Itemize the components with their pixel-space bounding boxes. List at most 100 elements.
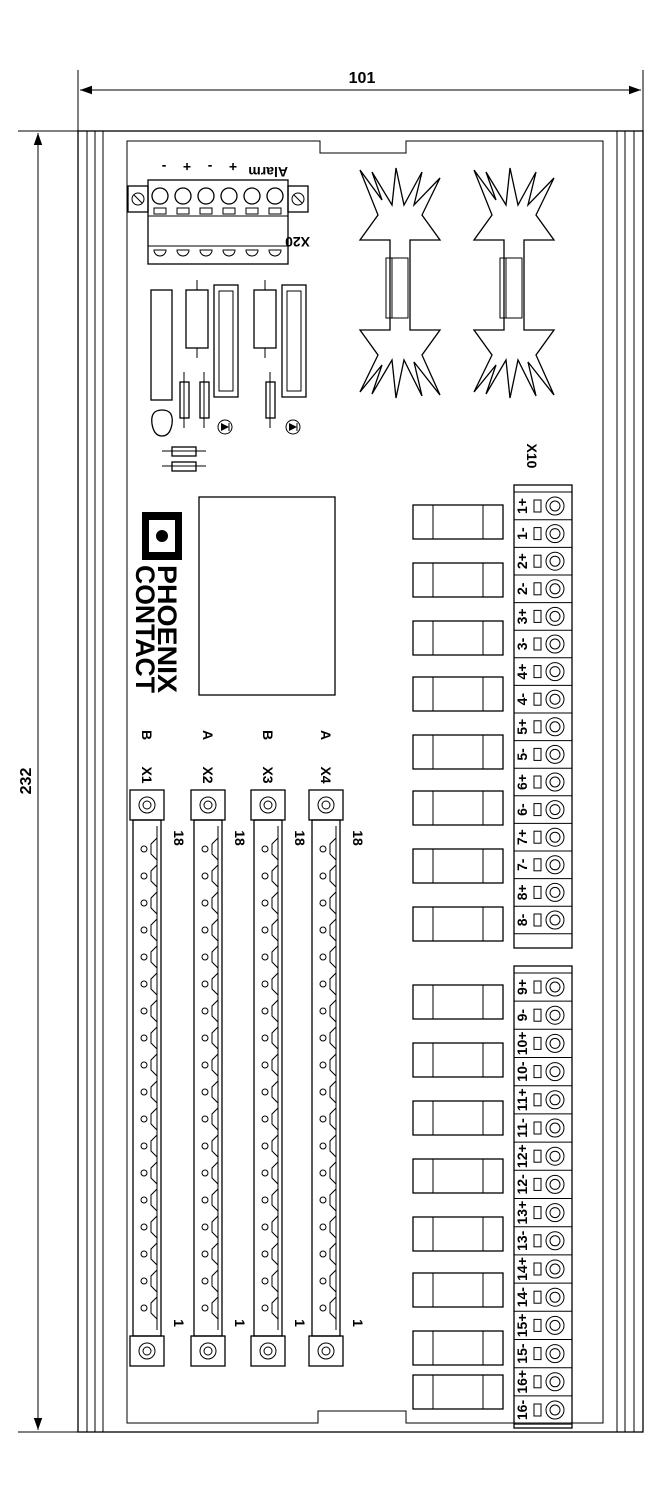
input-pin — [140, 1088, 148, 1096]
alarm-pin — [174, 187, 192, 257]
output-terminal: 15- — [514, 1343, 572, 1369]
input-pin — [201, 1250, 209, 1258]
output-terminal: 7+ — [514, 827, 572, 852]
input-pin — [261, 1277, 269, 1285]
input-pin — [319, 926, 327, 934]
input-group-label: A — [318, 730, 334, 740]
input-first-pin: 1 — [232, 1319, 248, 1327]
output-terminal-label: 10+ — [514, 1032, 530, 1056]
input-pin — [140, 1169, 148, 1177]
output-terminal: 14- — [514, 1287, 572, 1312]
output-terminal: 9- — [514, 1005, 572, 1030]
output-terminal-label: 5- — [514, 748, 530, 761]
output-terminal: 9+ — [514, 977, 572, 1002]
input-pin — [201, 1061, 209, 1069]
input-pin — [140, 872, 148, 880]
input-pin — [201, 926, 209, 934]
output-terminal: 2+ — [514, 551, 572, 576]
brand-logo: PHOENIX CONTACT — [130, 512, 182, 693]
fuse-holder — [412, 1330, 504, 1366]
output-terminal: 10+ — [514, 1032, 572, 1058]
output-terminal-label: 13+ — [514, 1201, 530, 1225]
fuse-holder — [412, 1272, 504, 1308]
alarm-pins — [151, 187, 284, 257]
output-terminal-label: 6+ — [514, 774, 530, 790]
input-group-label: A — [200, 730, 216, 740]
input-pin — [201, 1169, 209, 1177]
input-pin — [201, 1088, 209, 1096]
alarm-pin — [151, 187, 169, 257]
input-last-pin: 18 — [292, 830, 308, 846]
output-terminal: 6+ — [514, 772, 572, 797]
fuse-holder — [412, 906, 504, 942]
output-terminal: 3+ — [514, 606, 572, 631]
output-terminal-block: X10 1+1-2+2-3+3-4+4-5+5-6+6-7+7-8+8-9+9-… — [513, 444, 573, 1429]
output-terminal: 1+ — [514, 496, 572, 521]
output-terminal-label: 12- — [514, 1174, 530, 1195]
output-fuses — [412, 504, 504, 1410]
input-pin — [261, 899, 269, 907]
output-terminal-label: 14+ — [514, 1257, 530, 1281]
output-terminal-label: 4- — [514, 693, 530, 706]
output-terminal-label: 9- — [514, 1009, 530, 1022]
alarm-pin-sign: - — [161, 159, 166, 175]
output-terminal: 12+ — [514, 1144, 572, 1171]
output-terminal-label: 15+ — [514, 1314, 530, 1338]
input-pin — [201, 980, 209, 988]
output-terminal-label: 11- — [514, 1118, 530, 1138]
input-group-label: B — [139, 730, 155, 740]
input-pin — [319, 1061, 327, 1069]
input-last-pin: 18 — [171, 830, 187, 846]
input-pin — [319, 1034, 327, 1042]
output-terminal: 13- — [514, 1230, 572, 1256]
input-pin — [140, 1007, 148, 1015]
alarm-pin-sign: + — [183, 159, 191, 175]
output-terminals: 1+1-2+2-3+3-4+4-5+5-6+6-7+7-8+8-9+9-10+1… — [514, 496, 572, 1425]
output-terminal: 5- — [514, 744, 572, 769]
input-connector-name: X3 — [260, 766, 276, 783]
input-first-pin: 1 — [350, 1319, 366, 1327]
input-pin — [140, 1304, 148, 1312]
input-pin — [201, 1304, 209, 1312]
heatsink — [472, 167, 556, 399]
output-terminal: 4+ — [514, 662, 572, 686]
alarm-designation: X20 — [285, 234, 310, 250]
input-pin — [201, 1142, 209, 1150]
alarm-pin — [266, 187, 284, 257]
alarm-caption: Alarm — [248, 164, 288, 180]
fuse-holder — [412, 676, 504, 712]
input-connector: A X4 18 1 — [308, 730, 366, 1367]
input-pin — [261, 1223, 269, 1231]
alarm-pin — [220, 187, 238, 257]
output-terminal-label: 8- — [514, 913, 530, 926]
output-terminal-label: 4+ — [514, 664, 530, 680]
input-pin — [201, 845, 209, 853]
width-value: 101 — [349, 70, 376, 87]
input-last-pin: 18 — [350, 830, 366, 846]
output-terminal: 1- — [514, 524, 572, 548]
output-terminal-label: 6- — [514, 803, 530, 816]
output-terminal: 5+ — [514, 717, 572, 742]
fuse-holder — [412, 562, 504, 598]
fuse-holder — [412, 620, 504, 656]
input-pin — [261, 845, 269, 853]
input-pin — [261, 1169, 269, 1177]
output-terminal-label: 3+ — [514, 608, 530, 624]
output-terminal: 13+ — [514, 1201, 572, 1228]
alarm-connector: Alarm -+-+ X20 — [127, 159, 310, 265]
output-terminal: 2- — [514, 579, 572, 604]
input-pin — [201, 1223, 209, 1231]
input-pin — [261, 1115, 269, 1123]
output-terminal: 14+ — [514, 1257, 572, 1284]
fuse-holder — [412, 1158, 504, 1194]
input-connector-name: X4 — [318, 766, 334, 783]
input-pin — [319, 1304, 327, 1312]
output-terminal: 8+ — [514, 882, 572, 907]
alarm-pin — [243, 187, 261, 257]
input-pin — [140, 1277, 148, 1285]
output-terminal: 3- — [514, 634, 572, 659]
input-pin — [140, 980, 148, 988]
output-terminal-label: 16- — [514, 1400, 530, 1421]
input-pin — [201, 1115, 209, 1123]
